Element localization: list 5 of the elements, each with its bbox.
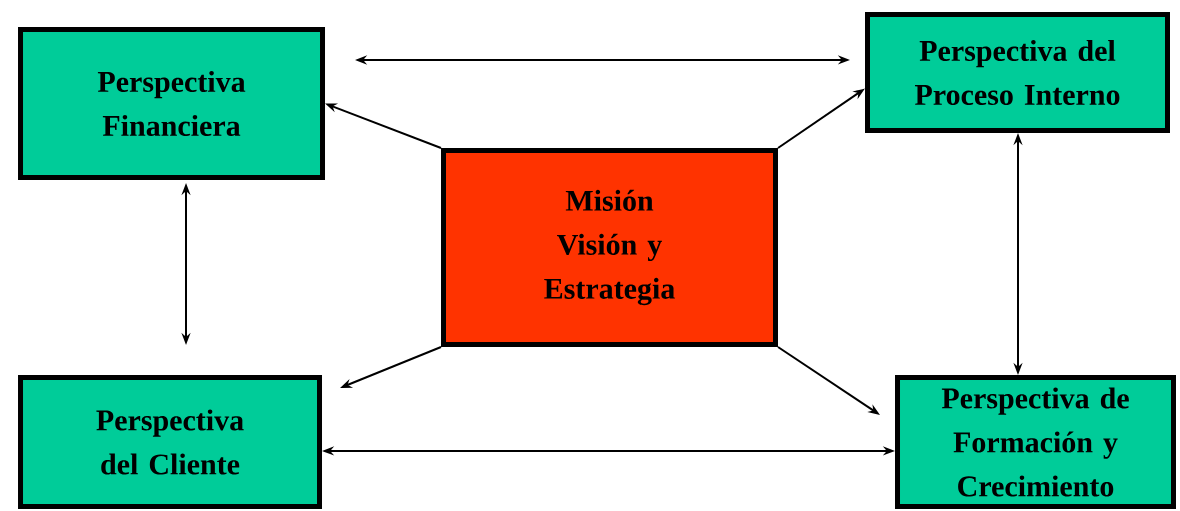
center-box: Misión Visión y Estrategia bbox=[441, 148, 778, 347]
perspective-box: Perspectiva Financiera bbox=[18, 27, 325, 180]
perspective-box: Perspectiva del Proceso Interno bbox=[865, 12, 1170, 133]
perspective-box: Perspectiva de Formación y Crecimiento bbox=[895, 375, 1176, 509]
perspective-box: Perspectiva del Cliente bbox=[18, 375, 322, 509]
